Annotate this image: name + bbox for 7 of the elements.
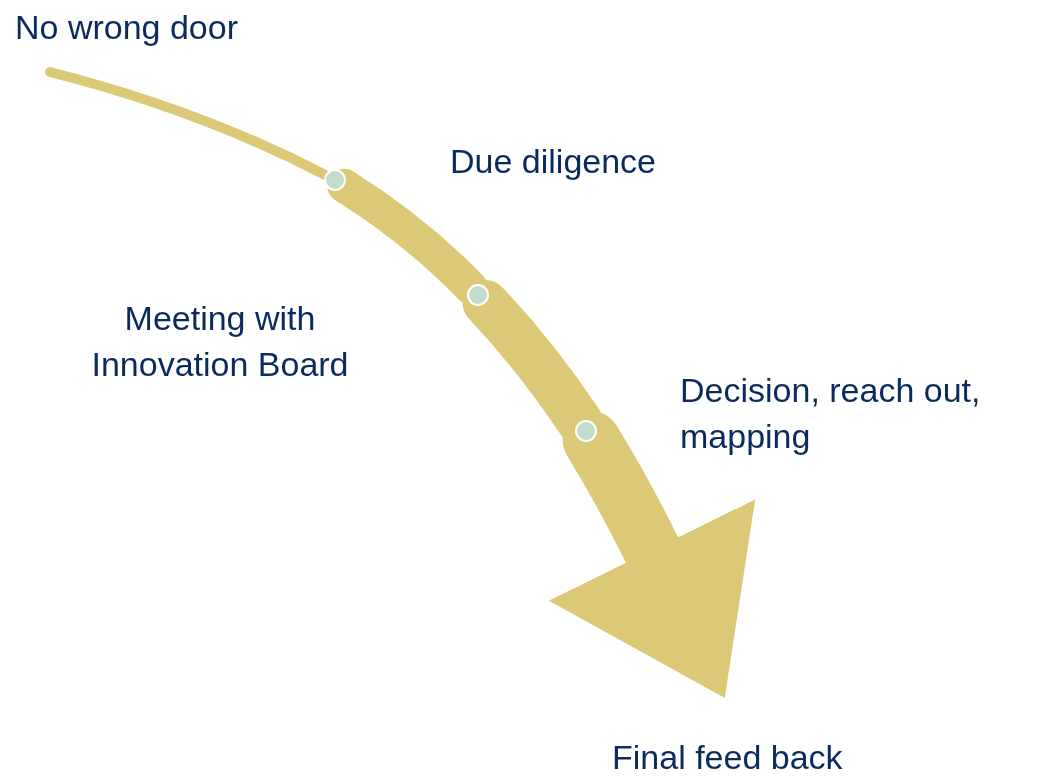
dot-marker [324, 169, 346, 191]
step-label: Final feed back [612, 734, 843, 779]
step-label: Decision, reach out, mapping [680, 370, 982, 457]
step-label: No wrong door [15, 4, 238, 50]
step-label: Meeting with Innovation Board [90, 298, 350, 385]
step-label: Due diligence [450, 141, 658, 182]
curved-arrow [548, 411, 756, 698]
